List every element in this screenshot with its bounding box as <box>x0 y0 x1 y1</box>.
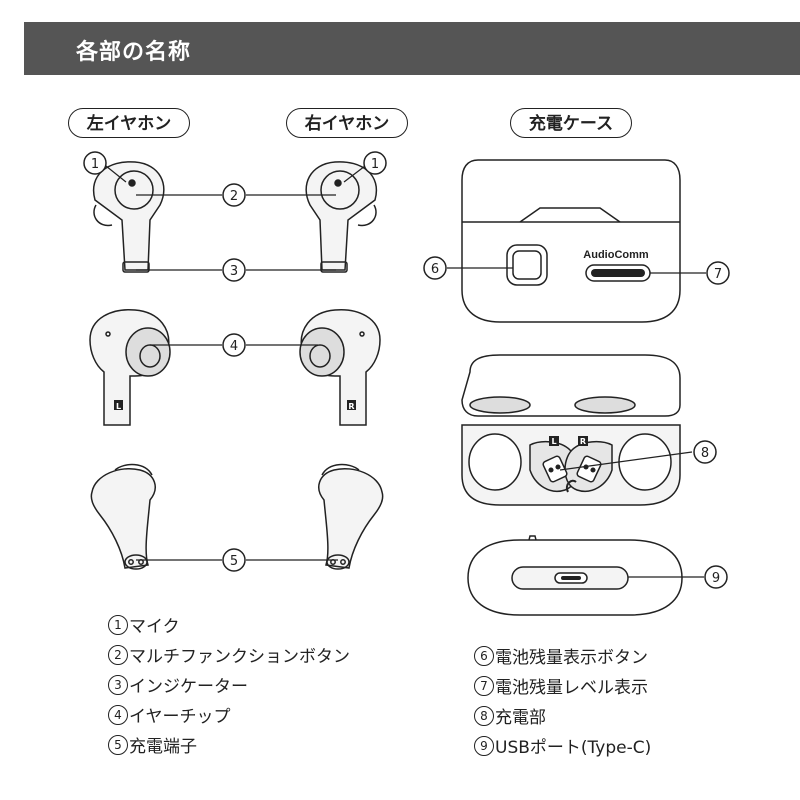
list-number: 2 <box>108 645 128 665</box>
case-bottom <box>467 535 683 616</box>
label-charging-case: 充電ケース <box>510 108 632 138</box>
right-earbud-top-view <box>305 161 378 273</box>
case-mark-left: L <box>551 437 556 446</box>
case-front-closed <box>461 159 681 323</box>
charging-contacts-left <box>542 455 568 483</box>
callout-circles <box>83 151 730 589</box>
callout-4 <box>222 333 246 357</box>
list-number: 5 <box>108 735 128 755</box>
left-earbud-top-view <box>92 161 165 273</box>
list-text: イヤーチップ <box>129 707 231 727</box>
list-text: マイク <box>129 617 180 637</box>
list-text: 電池残量表示ボタン <box>495 648 648 668</box>
battery-button <box>506 244 548 286</box>
list-number: 4 <box>108 705 128 725</box>
callout-5 <box>222 548 246 572</box>
callout-text-4: 4 <box>230 339 238 354</box>
callout-text-3: 3 <box>230 264 238 279</box>
right-earbud-bottom-view <box>318 463 384 570</box>
list-text: 充電端子 <box>129 737 197 757</box>
case-brand-logo: AudioComm <box>583 249 649 261</box>
list-text: マルチファンクションボタン <box>129 647 350 667</box>
callout-8 <box>693 440 717 464</box>
callout-text-9: 9 <box>712 571 720 586</box>
list-number: 9 <box>474 736 494 756</box>
callout-3 <box>222 258 246 282</box>
leader-lines <box>105 165 706 578</box>
label-left-earbud: 左イヤホン <box>68 108 190 138</box>
callout-2 <box>222 183 246 207</box>
list-number: 7 <box>474 676 494 696</box>
left-earbud-bottom-view <box>90 463 156 570</box>
earbud-mark-right: R <box>348 402 354 411</box>
list-number: 3 <box>108 675 128 695</box>
list-number: 6 <box>474 646 494 666</box>
callout-text-1-left: 1 <box>91 157 99 172</box>
callout-text-6: 6 <box>431 262 439 277</box>
callout-text-7: 7 <box>714 267 722 282</box>
page-title: 各部の名称 <box>76 40 192 65</box>
charging-contacts-right <box>576 455 602 483</box>
callout-6 <box>423 256 447 280</box>
earbud-mark-left: L <box>116 402 121 411</box>
list-text: 電池残量レベル表示 <box>495 678 648 698</box>
callout-1-right <box>363 151 387 175</box>
list-text: 充電部 <box>495 708 546 728</box>
callout-7 <box>706 261 730 285</box>
case-open <box>461 354 681 506</box>
case-mark-right: R <box>580 437 586 446</box>
callout-text-1-right: 1 <box>371 157 379 172</box>
callout-1-left <box>83 151 107 175</box>
list-number: 1 <box>108 615 128 635</box>
callout-text-8: 8 <box>701 446 709 461</box>
list-text: USBポート(Type-C) <box>495 738 652 758</box>
list-number: 8 <box>474 706 494 726</box>
header-bar: 各部の名称 <box>24 22 800 75</box>
callout-text-5: 5 <box>230 554 238 569</box>
list-text: インジケーター <box>129 677 248 697</box>
label-right-earbud: 右イヤホン <box>286 108 408 138</box>
callout-text-2: 2 <box>230 189 238 204</box>
callout-9 <box>704 565 728 589</box>
right-earbud-inner-view <box>299 309 381 426</box>
left-earbud-inner-view <box>89 309 171 426</box>
